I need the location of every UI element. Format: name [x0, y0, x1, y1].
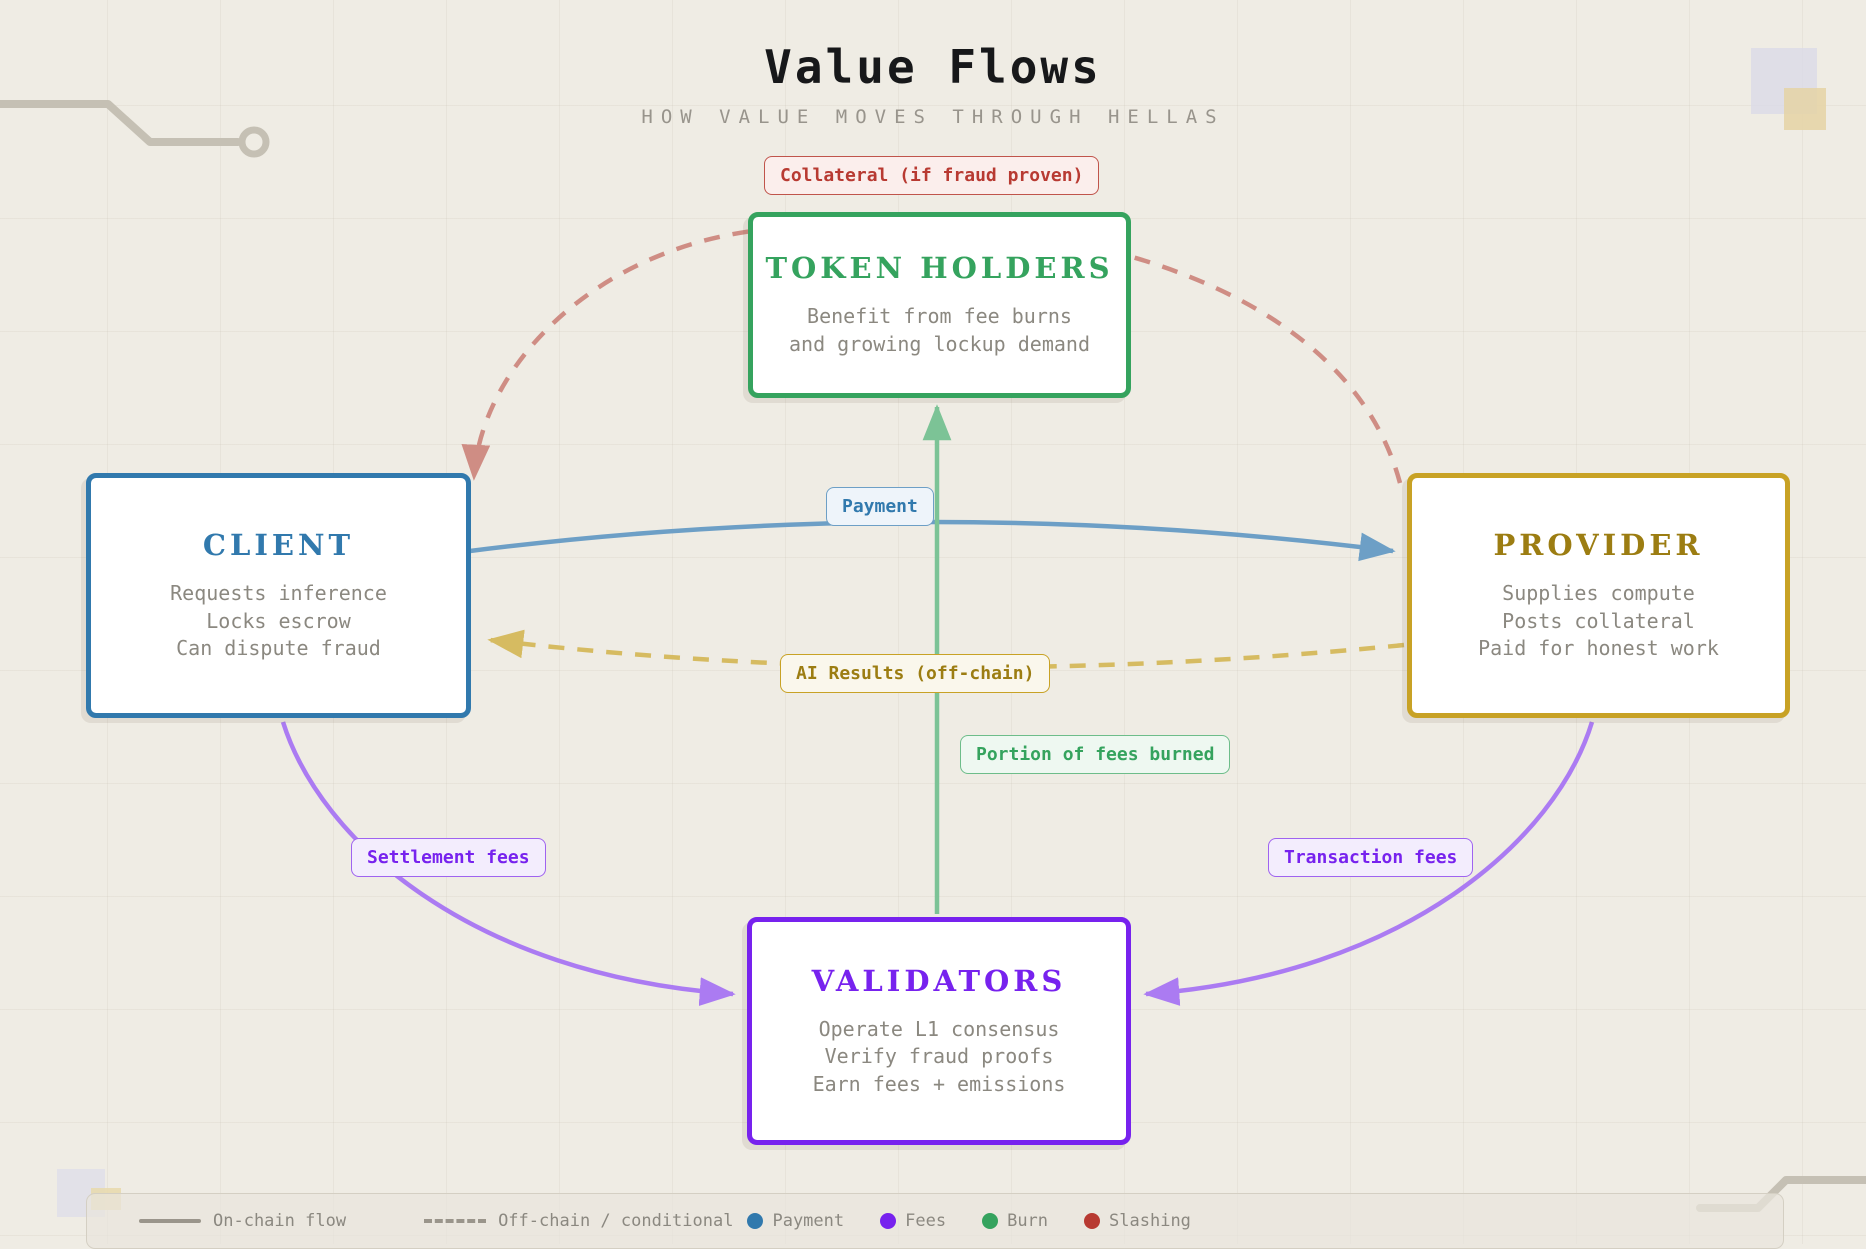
page-header: Value Flows HOW VALUE MOVES THROUGH HELL… — [0, 0, 1866, 128]
legend-item-burn: Burn — [982, 1211, 1048, 1231]
legend-item-fees: Fees — [880, 1211, 946, 1231]
node-line: Can dispute fraud — [176, 636, 381, 661]
legend-label: Payment — [772, 1211, 845, 1231]
edge-label-transaction-fees: Transaction fees — [1268, 838, 1474, 877]
dot-icon — [880, 1213, 897, 1229]
legend-label: Off-chain / conditional — [498, 1211, 734, 1231]
node-client[interactable]: CLIENT Requests inference Locks escrow C… — [86, 473, 471, 718]
edge-settlement-fees — [280, 721, 736, 1006]
node-title: PROVIDER — [1493, 528, 1704, 563]
node-provider[interactable]: PROVIDER Supplies compute Posts collater… — [1407, 473, 1790, 718]
edge-payment — [469, 519, 1396, 562]
edge-label-payment: Payment — [826, 487, 934, 526]
legend-item-on-chain-flow: On-chain flow — [139, 1211, 346, 1231]
legend-item-payment: Payment — [747, 1211, 844, 1231]
page-title: Value Flows — [764, 40, 1102, 94]
legend-label: Burn — [1007, 1211, 1049, 1231]
edge-transaction-fees — [1143, 721, 1595, 1006]
node-title: VALIDATORS — [811, 963, 1067, 998]
node-line: Verify fraud proofs — [824, 1044, 1054, 1069]
legend-item-off-chain-conditional: Off-chain / conditional — [424, 1211, 733, 1231]
legend-label: Slashing — [1109, 1211, 1191, 1231]
node-line: Locks escrow — [206, 608, 351, 633]
node-line: Earn fees + emissions — [812, 1071, 1066, 1096]
node-validators[interactable]: VALIDATORS Operate L1 consensus Verify f… — [747, 917, 1131, 1145]
edge-label-burn: Portion of fees burned — [960, 735, 1231, 774]
node-token-holders[interactable]: TOKEN HOLDERS Benefit from fee burns and… — [748, 212, 1131, 398]
node-line: Requests inference — [170, 581, 387, 606]
edge-label-settlement-fees: Settlement fees — [351, 838, 546, 877]
edge-label-ai-results: AI Results (off-chain) — [780, 654, 1051, 693]
node-line: Posts collateral — [1502, 608, 1695, 633]
legend-label: On-chain flow — [213, 1211, 347, 1231]
node-line: Supplies compute — [1502, 581, 1695, 606]
legend: On-chain flow Off-chain / conditional Pa… — [86, 1193, 1784, 1249]
node-title: CLIENT — [202, 528, 355, 563]
solid-line-icon — [139, 1219, 201, 1223]
node-title: TOKEN HOLDERS — [765, 251, 1114, 286]
dashed-line-icon — [424, 1219, 487, 1223]
node-line: Benefit from fee burns — [807, 304, 1072, 329]
node-line: Operate L1 consensus — [818, 1016, 1060, 1041]
edge-label-collateral: Collateral (if fraud proven) — [764, 156, 1100, 195]
node-line: Paid for honest work — [1478, 636, 1719, 661]
dot-icon — [1084, 1213, 1101, 1229]
legend-label: Fees — [905, 1211, 947, 1231]
node-line: and growing lockup demand — [788, 332, 1091, 356]
legend-item-slashing: Slashing — [1084, 1211, 1191, 1231]
dot-icon — [982, 1213, 999, 1229]
page-subtitle: HOW VALUE MOVES THROUGH HELLAS — [641, 106, 1225, 128]
dot-icon — [747, 1213, 764, 1229]
